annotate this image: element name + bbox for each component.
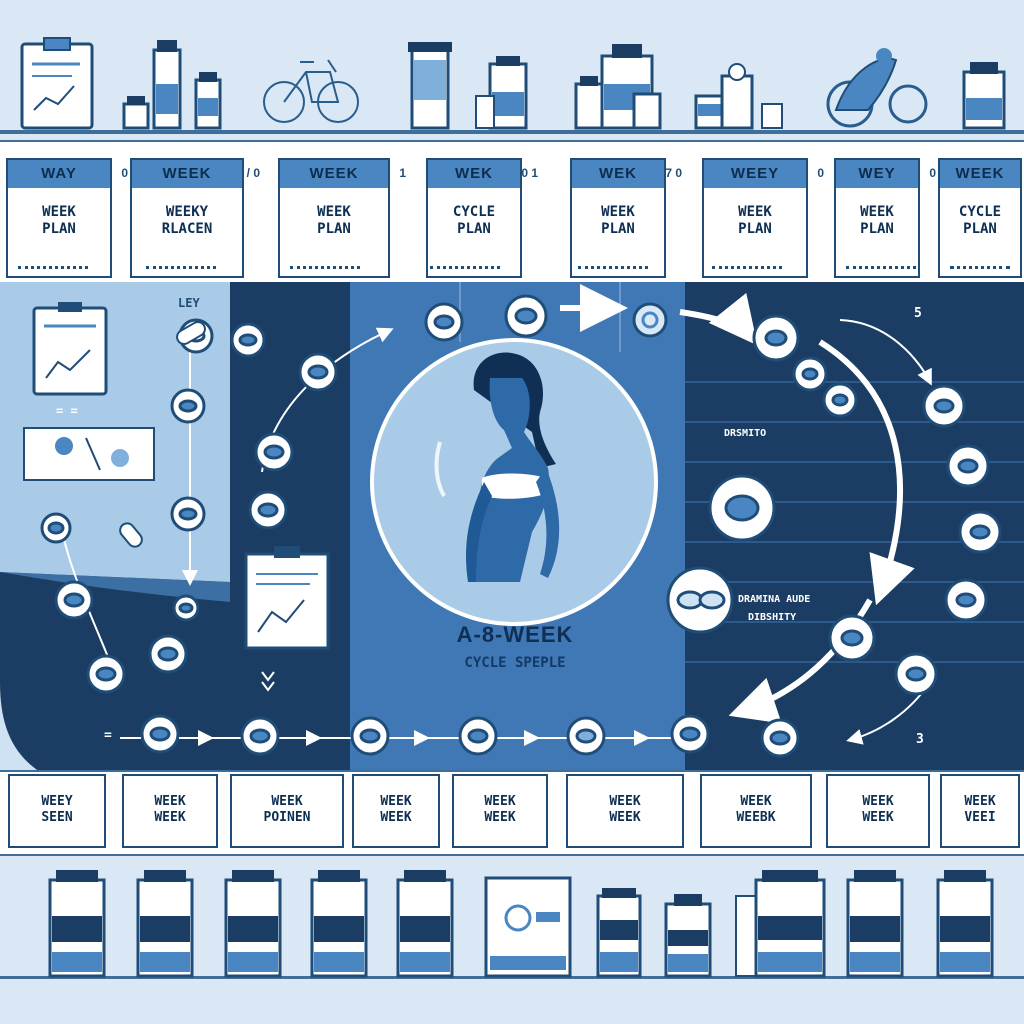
supplement-bottle-icon	[694, 94, 726, 130]
week-cell: WEEY SEEN	[8, 774, 106, 848]
week-card: WEY WEEK PLAN 0	[834, 158, 936, 278]
week-card: WEEK WEEKY RLACEN / 0	[130, 158, 260, 278]
number-label: 5	[914, 306, 922, 321]
week-cell: WEEK WEEK	[352, 774, 440, 848]
dosage-label: DRSMITO	[724, 428, 767, 439]
week-card-text: CYCLE PLAN	[452, 204, 496, 237]
supplement-bottle-icon	[136, 870, 194, 978]
week-card: WEEY WEEK PLAN 0	[702, 158, 824, 278]
week-card-text: WEEK PLAN	[601, 204, 635, 237]
dotted-divider	[18, 266, 88, 272]
bottom-shelf-bottles	[48, 870, 994, 978]
supplement-bottle-icon	[936, 870, 994, 978]
week-cell: WEEK WEEBK	[700, 774, 812, 848]
supplement-bottle-icon	[962, 62, 1006, 130]
week-card-caption: WEK	[428, 160, 520, 188]
supplement-box-icon	[735, 870, 826, 978]
supplement-box-icon	[484, 876, 572, 978]
week-card-caption: WEK	[572, 160, 664, 188]
dotted-divider	[712, 266, 782, 272]
bicycle-icon	[263, 59, 359, 123]
bottom-shelf	[0, 856, 1024, 1024]
week-card-caption: WEY	[836, 160, 918, 188]
number-label: 3	[916, 732, 924, 747]
week-card-caption: WEEK	[940, 160, 1020, 188]
week-card-caption: WAY	[8, 160, 110, 188]
supplement-bottle-icon	[310, 870, 368, 978]
supplement-bottle-icon	[475, 95, 495, 129]
dotted-divider	[146, 266, 216, 272]
supplement-bottle-icon	[596, 888, 642, 978]
clipboard-icon	[20, 37, 94, 130]
cycle-subtitle: CYCLE SPEPLE	[464, 655, 566, 671]
top-shelf-illustrations	[20, 37, 1006, 130]
dotted-divider	[290, 266, 360, 272]
clipboard-icon	[32, 302, 108, 396]
week-card: WEEK CYCLE PLAN	[938, 158, 1022, 278]
cycle-diagram	[0, 282, 1024, 772]
supplement-bottle-icon	[761, 103, 783, 129]
week-cell: WEEK WEEK	[452, 774, 548, 848]
middle-label-2: DIBSHITY	[748, 612, 797, 623]
protein-tube-icon	[408, 42, 452, 130]
week-card: WEEK WEEK PLAN 1	[278, 158, 406, 278]
supplement-bottle-icon	[48, 870, 106, 978]
middle-label: DRAMINA AUDE	[738, 594, 811, 605]
week-card-text: WEEK PLAN	[738, 204, 772, 237]
week-card-caption: WEEK	[132, 160, 242, 188]
supplement-bottle-icon	[122, 96, 150, 130]
week-card: WAY WEEK PLAN 0	[6, 158, 128, 278]
week-card-number: 0	[817, 166, 824, 180]
week-card-number: / 0	[246, 166, 260, 180]
supplement-bottle-icon	[720, 63, 754, 130]
supplement-bottle-icon	[632, 92, 662, 130]
week-card: WEK WEEK PLAN 7 0	[570, 158, 682, 278]
week-card-text: WEEK PLAN	[42, 204, 76, 237]
week-cell: WEEK WEEK	[566, 774, 684, 848]
woman-figure-icon	[434, 352, 560, 582]
supplement-bottle-icon	[224, 870, 282, 978]
pill-icon	[176, 321, 206, 345]
week-card-number: 0	[929, 166, 936, 180]
week-card-text: WEEK PLAN	[860, 204, 894, 237]
week-card-text: WEEKY RLACEN	[161, 204, 213, 237]
top-shelf	[0, 0, 1024, 138]
chart-panel-icon	[23, 427, 155, 481]
week-cell: WEEK WEEK	[122, 774, 218, 848]
week-card-number: 1	[399, 166, 406, 180]
dotted-divider	[950, 266, 1010, 272]
supplement-bottle-icon	[846, 870, 904, 978]
dotted-divider	[578, 266, 648, 272]
week-card-caption: WEEY	[704, 160, 806, 188]
week-card-number: 7 0	[665, 166, 682, 180]
week-card: WEK CYCLE PLAN 0 1	[426, 158, 538, 278]
week-card-caption: WEEK	[280, 160, 388, 188]
pill-icon	[119, 522, 143, 548]
cycle-title: A-8-WEEK	[456, 622, 574, 647]
week-card-text: CYCLE PLAN	[958, 204, 1002, 237]
week-cell: WEEK POINEN	[230, 774, 344, 848]
week-cell: WEEK WEEK	[826, 774, 930, 848]
supplement-bottle-icon	[152, 40, 182, 130]
supplement-bottle-icon	[396, 870, 454, 978]
supplement-bottle-icon	[664, 894, 712, 978]
note-label: =	[104, 728, 112, 743]
week-cell: WEEK VEEI	[940, 774, 1020, 848]
week-card-number: 0	[121, 166, 128, 180]
supplement-bottle-icon	[488, 56, 528, 130]
cyclist-icon	[826, 48, 928, 128]
small-bars-label: = =	[56, 404, 78, 418]
week-card-number: 0 1	[521, 166, 538, 180]
capsule-tokens	[40, 294, 1002, 758]
dotted-divider	[846, 266, 916, 272]
dotted-divider	[430, 266, 500, 272]
week-card-text: WEEK PLAN	[317, 204, 351, 237]
key-label: LEY	[178, 296, 200, 310]
clipboard-icon	[244, 546, 330, 650]
supplement-bottle-icon	[574, 76, 604, 130]
shelf-line	[0, 130, 1024, 134]
supplement-bottle-icon	[194, 72, 222, 130]
